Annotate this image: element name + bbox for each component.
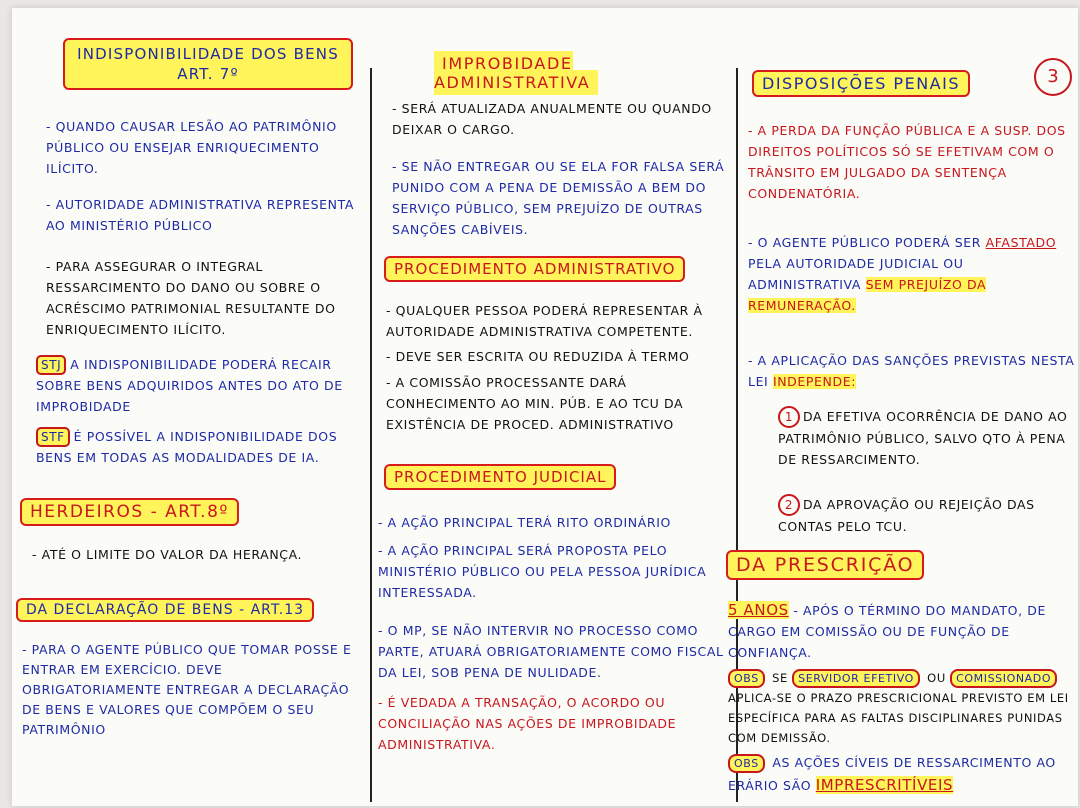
penais-paragraph-1: - A PERDA DA FUNÇÃO PÚBLICA E A SUSP. DO…	[748, 123, 1066, 201]
proc-adm-item-3: - A COMISSÃO PROCESSANTE DARÁ CONHECIMEN…	[386, 375, 684, 432]
penais-p2-middle: PELA AUTORIDADE JUDICIAL OU ADMINISTRATI…	[748, 256, 964, 292]
improbidade-header: IMPROBIDADE ADMINISTRATIVA	[434, 51, 736, 95]
obs-1-text: APLICA-SE O PRAZO PRESCRICIONAL PREVISTO…	[728, 691, 1069, 745]
proc-jud-item-1: - A AÇÃO PRINCIPAL TERÁ RITO ORDINÁRIO	[378, 515, 671, 530]
prescricao-text: 5 ANOS - APÓS O TÉRMINO DO MANDATO, DE C…	[728, 601, 1046, 660]
procedimento-administrativo-title: PROCEDIMENTO ADMINISTRATIVO	[384, 256, 686, 282]
obs-2-tag: OBS	[728, 754, 765, 773]
stf-tag: STF	[36, 427, 70, 447]
page-number: 3	[1034, 58, 1072, 96]
item-1-number: 1	[778, 406, 800, 428]
penais-p2-afastado: AFASTADO	[985, 235, 1057, 250]
obs-2: OBS AS AÇÕES CÍVEIS DE RESSARCIMENTO AO …	[728, 752, 1072, 797]
column-1: INDISPONIBILIDADE DOS BENS ART. 7º - QUA…	[12, 8, 370, 806]
column-divider-2	[736, 68, 738, 802]
indisp-paragraph-3: - PARA ASSEGURAR O INTEGRAL RESSARCIMENT…	[46, 259, 336, 337]
stf-text: É POSSÍVEL A INDISPONIBILIDADE DOS BENS …	[36, 429, 338, 465]
penais-p3-independe: INDEPENDE:	[772, 374, 857, 389]
herdeiros-text: - ATÉ O LIMITE DO VALOR DA HERANÇA.	[32, 547, 303, 562]
declaracao-title: DA DECLARAÇÃO DE BENS - ART.13	[16, 598, 315, 622]
procedimento-judicial-title: PROCEDIMENTO JUDICIAL	[384, 464, 617, 490]
indisponibilidade-title-line2: ART. 7º	[177, 65, 239, 83]
indisp-paragraph-1: - QUANDO CAUSAR LESÃO AO PATRIMÔNIO PÚBL…	[46, 119, 337, 176]
cinco-anos: 5 ANOS	[728, 601, 789, 619]
notes-sheet: INDISPONIBILIDADE DOS BENS ART. 7º - QUA…	[12, 8, 1078, 806]
servidor-efetivo-tag: SERVIDOR EFETIVO	[792, 669, 920, 688]
obs-1: OBS SE SERVIDOR EFETIVO OU COMISSIONADO …	[728, 669, 1069, 745]
imprescritiveis: IMPRESCRITÍVEIS	[815, 776, 954, 794]
column-divider-1	[370, 68, 372, 802]
herdeiros-title: HERDEIROS - ART.8º	[20, 498, 239, 526]
item-2-number: 2	[778, 494, 800, 516]
penais-p3-lead: - A APLICAÇÃO DAS SANÇÕES PREVISTAS NEST…	[748, 353, 1075, 389]
proc-jud-item-3: - O MP, SE NÃO INTERVIR NO PROCESSO COMO…	[378, 623, 724, 680]
improbidade-paragraph-2: - SE NÃO ENTREGAR OU SE ELA FOR FALSA SE…	[392, 159, 725, 237]
item-1-text: DA EFETIVA OCORRÊNCIA DE DANO AO PATRIMÔ…	[778, 409, 1068, 467]
obs-1-tag: OBS	[728, 669, 765, 688]
penais-paragraph-3: - A APLICAÇÃO DAS SANÇÕES PREVISTAS NEST…	[748, 350, 1076, 392]
penais-p2-lead: - O AGENTE PÚBLICO PODERÁ SER	[748, 235, 982, 250]
item-2-text: DA APROVAÇÃO OU REJEIÇÃO DAS CONTAS PELO…	[778, 497, 1035, 534]
stj-text: A INDISPONIBILIDADE PODERÁ RECAIR SOBRE …	[36, 357, 343, 414]
proc-adm-item-2: - DEVE SER ESCRITA OU REDUZIDA À TERMO	[386, 349, 690, 364]
disposicoes-penais-title: DISPOSIÇÕES PENAIS	[752, 70, 970, 97]
obs-2-text: AS AÇÕES CÍVEIS DE RESSARCIMENTO AO ERÁR…	[728, 755, 1056, 793]
column-2: IMPROBIDADE ADMINISTRATIVA - SERÁ ATUALI…	[374, 8, 736, 806]
proc-jud-item-4: - É VEDADA A TRANSAÇÃO, O ACORDO OU CONC…	[378, 695, 677, 752]
proc-jud-item-2: - A AÇÃO PRINCIPAL SERÁ PROPOSTA PELO MI…	[378, 543, 707, 600]
prescricao-title: DA PRESCRIÇÃO	[726, 550, 925, 580]
indisponibilidade-title: INDISPONIBILIDADE DOS BENS ART. 7º	[52, 38, 364, 90]
indisp-paragraph-2: - AUTORIDADE ADMINISTRATIVA REPRESENTA A…	[46, 197, 354, 233]
column-3: DISPOSIÇÕES PENAIS 3 - A PERDA DA FUNÇÃO…	[726, 8, 1078, 806]
penais-paragraph-2: - O AGENTE PÚBLICO PODERÁ SER AFASTADO P…	[748, 232, 1076, 316]
proc-adm-item-1: - QUALQUER PESSOA PODERÁ REPRESENTAR À A…	[386, 303, 703, 339]
stj-tag: STJ	[36, 355, 67, 375]
declaracao-text: - PARA O AGENTE PÚBLICO QUE TOMAR POSSE …	[22, 642, 352, 737]
improbidade-paragraph-1: - SERÁ ATUALIZADA ANUALMENTE OU QUANDO D…	[392, 101, 712, 137]
indisponibilidade-title-line1: INDISPONIBILIDADE DOS BENS	[77, 45, 339, 63]
comissionado-tag: COMISSIONADO	[950, 669, 1058, 688]
